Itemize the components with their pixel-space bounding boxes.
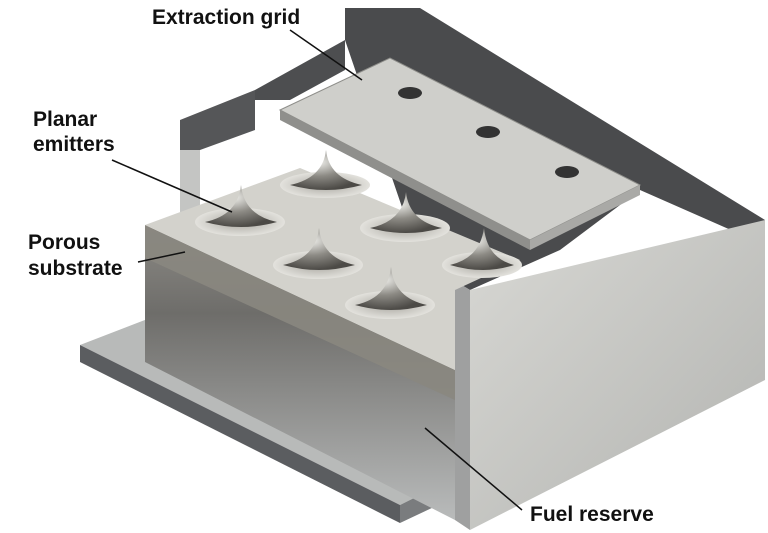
- extraction-grid-plate: [278, 57, 642, 250]
- emitter-array: [195, 150, 522, 319]
- label-planar-emitters-1: Planar: [33, 108, 98, 131]
- emitter: [442, 228, 522, 278]
- label-porous-substrate-2: substrate: [28, 257, 123, 280]
- emitter: [345, 267, 435, 319]
- label-extraction-grid: Extraction grid: [152, 6, 301, 29]
- leader-porous-substrate: [137, 251, 186, 263]
- label-porous-substrate-1: Porous: [28, 231, 101, 254]
- emitter: [195, 185, 285, 236]
- leader-fuel-reserve: [424, 427, 523, 511]
- emitter: [273, 228, 363, 279]
- leader-extraction-grid: [289, 29, 363, 81]
- label-planar-emitters-2: emitters: [33, 133, 115, 156]
- leader-lines: [111, 29, 523, 511]
- label-fuel-reserve: Fuel reserve: [530, 503, 654, 526]
- emitter: [360, 192, 450, 242]
- leader-planar-emitters: [111, 159, 233, 213]
- emitter: [280, 150, 370, 198]
